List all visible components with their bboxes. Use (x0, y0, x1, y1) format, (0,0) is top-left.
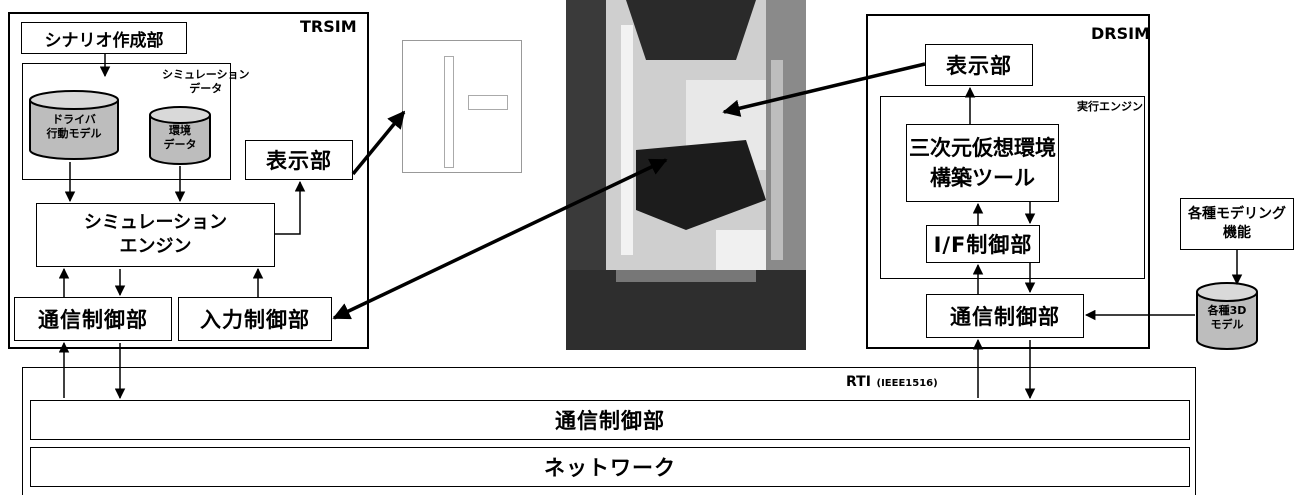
drsim-comm-box: 通信制御部 (926, 294, 1084, 338)
sim-engine-line2: エンジン (119, 236, 192, 257)
if-ctrl-box: I/F制御部 (926, 225, 1040, 263)
env-data-label: 環境 データ (150, 124, 210, 152)
vr-tool-line1: 三次元仮想環境 (909, 135, 1056, 160)
driver-model-line1: ドライバ (52, 113, 96, 126)
sim-data-label-line1: シミュレーション (162, 68, 250, 81)
modeling-func-line1: 各種モデリング (1188, 206, 1286, 223)
vr-tool-line2: 構築ツール (930, 166, 1035, 190)
modeling-func-line2: 機能 (1223, 225, 1251, 241)
arrow-photo-input-link (332, 158, 668, 320)
scenario-box: シナリオ作成部 (21, 22, 187, 54)
sim-engine-line1: シミュレーション (83, 211, 228, 233)
exec-engine-label: 実行エンジン (1077, 100, 1143, 113)
models-3d-label: 各種3D モデル (1197, 304, 1257, 332)
drsim-comm-label: 通信制御部 (950, 305, 1060, 329)
if-ctrl-label: I/F制御部 (933, 233, 1033, 257)
driver-model-label: ドライバ 行動モデル (30, 113, 118, 141)
modeling-func-box: 各種モデリング 機能 (1180, 198, 1294, 250)
env-data-db (149, 106, 211, 165)
rti-comm-label: 通信制御部 (555, 409, 665, 433)
vr-tool-box: 三次元仮想環境 構築ツール (906, 124, 1059, 202)
sim-data-label-line2: データ (189, 81, 223, 95)
models-3d-db (1196, 282, 1258, 350)
driver-model-line2: 行動モデル (46, 126, 102, 140)
env-data-line1: 環境 (169, 124, 191, 137)
drsim-display-box: 表示部 (925, 44, 1033, 86)
env-data-line2: データ (163, 137, 197, 151)
trsim-comm-box: 通信制御部 (14, 297, 172, 341)
drsim-display-label: 表示部 (946, 54, 1012, 78)
driver-model-db (29, 90, 119, 160)
trsim-input-label: 入力制御部 (200, 308, 310, 332)
trsim-title: TRSIM (300, 17, 357, 36)
screen-sketch-panel (468, 95, 508, 110)
sim-data-label: シミュレーション データ (162, 68, 250, 96)
models-3d-line2: モデル (1210, 317, 1244, 331)
drsim-title: DRSIM (1091, 24, 1150, 43)
scenario-label: シナリオ作成部 (44, 30, 164, 51)
trsim-input-box: 入力制御部 (178, 297, 332, 341)
trsim-display-label: 表示部 (266, 149, 332, 173)
network-bar: ネットワーク (30, 447, 1190, 487)
sim-engine-box: シミュレーション エンジン (36, 203, 275, 267)
rti-label-main: RTI (846, 374, 871, 390)
trsim-comm-label: 通信制御部 (38, 308, 148, 332)
rti-label: RTI (IEEE1516) (846, 371, 938, 390)
network-label: ネットワーク (544, 456, 676, 480)
rti-label-sub: (IEEE1516) (876, 378, 938, 389)
arrow-drsim-display-to-photo (722, 62, 926, 117)
arrow-engine-to-display (275, 180, 306, 235)
arrow-display-to-screen (351, 110, 406, 176)
models-3d-line1: 各種3D (1207, 304, 1247, 317)
rti-comm-bar: 通信制御部 (30, 400, 1190, 440)
